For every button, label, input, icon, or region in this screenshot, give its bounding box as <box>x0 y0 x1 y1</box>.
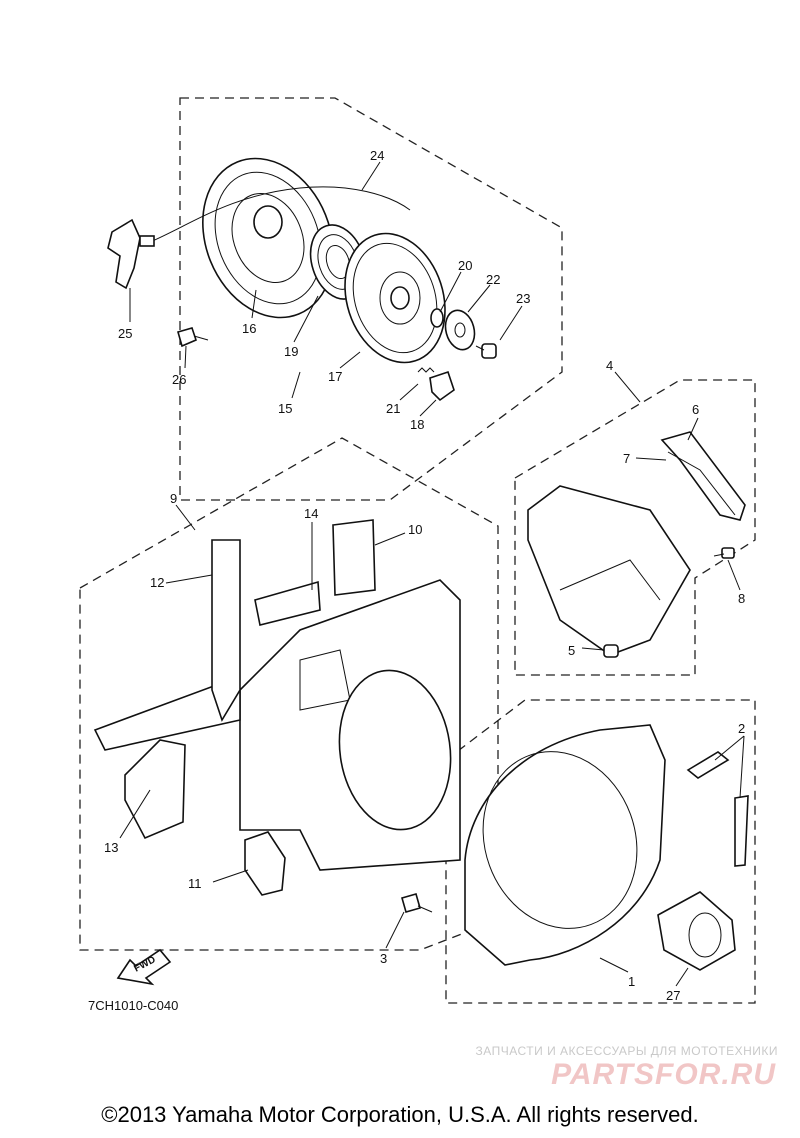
callout-1: 1 <box>628 974 635 989</box>
callout-25: 25 <box>118 326 132 341</box>
callout-17: 17 <box>328 369 342 384</box>
watermark-tagline: ЗАПЧАСТИ И АКСЕССУАРЫ ДЛЯ МОТОТЕХНИКИ <box>475 1044 778 1058</box>
bolt-3 <box>401 893 433 913</box>
callout-8: 8 <box>738 591 745 606</box>
grommet-5 <box>603 644 619 658</box>
callout-4: 4 <box>606 358 613 373</box>
seal-14 <box>254 580 321 626</box>
callout-21: 21 <box>386 401 400 416</box>
damper-27 <box>657 891 736 971</box>
callout-26: 26 <box>172 372 186 387</box>
circlip-20 <box>430 308 444 328</box>
callout-2: 2 <box>738 721 745 736</box>
drive-pawl-18 <box>429 370 455 402</box>
callout-5: 5 <box>568 643 575 658</box>
fan-housing-1 <box>464 724 666 966</box>
callout-7: 7 <box>623 451 630 466</box>
callout-14: 14 <box>304 506 318 521</box>
seal-2 <box>686 751 749 867</box>
callout-22: 22 <box>486 272 500 287</box>
callout-20: 20 <box>458 258 472 273</box>
callout-13: 13 <box>104 840 118 855</box>
group-box-recoil-starter <box>179 97 563 501</box>
callout-15: 15 <box>278 401 292 416</box>
watermark-logo: PARTSFOR.RU <box>551 1058 776 1091</box>
washer-22 <box>444 309 476 351</box>
shroud-9 <box>239 579 461 871</box>
screw-23 <box>475 343 497 359</box>
spring-21 <box>417 367 435 373</box>
callout-9: 9 <box>170 491 177 506</box>
seal-13 <box>124 739 186 840</box>
stay-7 <box>667 451 736 516</box>
bolt-26 <box>177 327 209 348</box>
callout-10: 10 <box>408 522 422 537</box>
diagram-code: 7CH1010-C040 <box>88 998 179 1013</box>
seal-10 <box>332 519 376 596</box>
fwd-arrow-icon: FWD <box>116 948 172 986</box>
starter-pulley-17 <box>344 232 446 364</box>
starter-rope-24 <box>149 186 411 243</box>
callout-11: 11 <box>188 876 202 891</box>
callout-23: 23 <box>516 291 530 306</box>
callout-18: 18 <box>410 417 424 432</box>
seal-11 <box>244 831 286 896</box>
callout-27: 27 <box>666 988 680 1003</box>
copyright-notice: ©2013 Yamaha Motor Corporation, U.S.A. A… <box>101 1102 699 1127</box>
callout-24: 24 <box>370 148 384 163</box>
stay-6 <box>660 431 746 521</box>
group-box-fan-housing <box>445 699 756 1004</box>
bolt-8 <box>713 547 735 559</box>
cover-4 <box>527 485 691 656</box>
callout-3: 3 <box>380 951 387 966</box>
callout-12: 12 <box>150 575 164 590</box>
leader-lines <box>119 161 745 987</box>
starter-handle-25 <box>107 218 155 290</box>
callout-19: 19 <box>284 344 298 359</box>
callout-numbers: 1 2 3 4 5 6 7 8 9 10 11 12 13 14 15 16 1… <box>104 148 745 1003</box>
callout-6: 6 <box>692 402 699 417</box>
starter-case-16 <box>202 157 334 319</box>
callout-16: 16 <box>242 321 256 336</box>
seal-12 <box>93 539 241 751</box>
